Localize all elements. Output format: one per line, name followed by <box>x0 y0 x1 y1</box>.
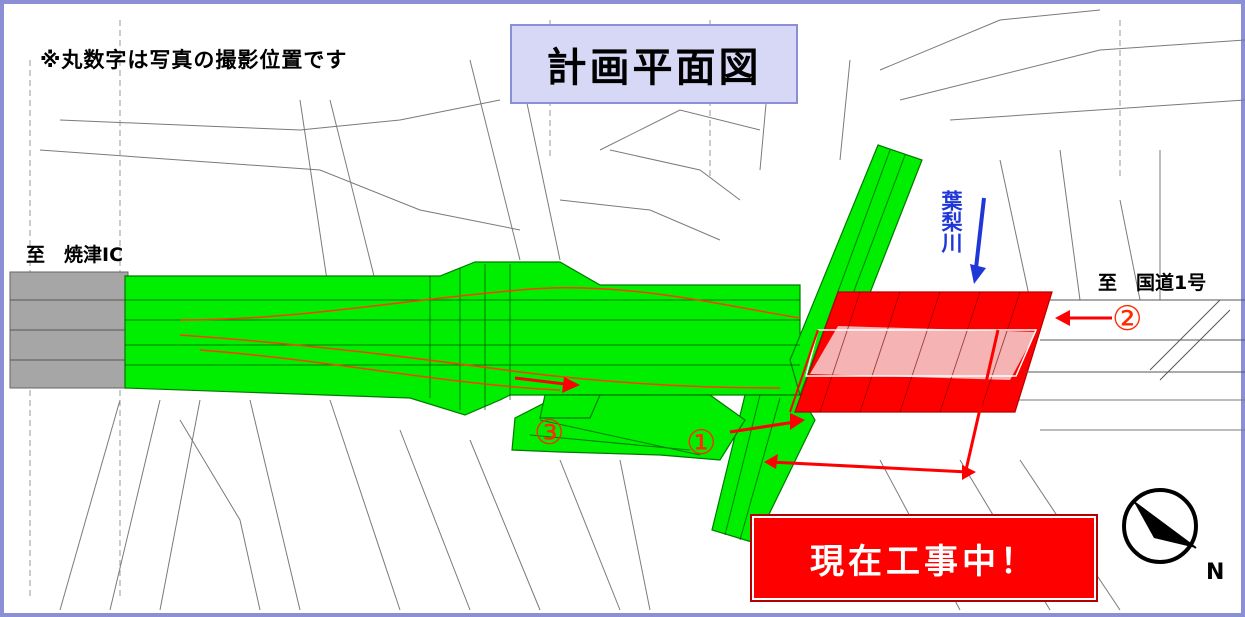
photo-point-3: ③ <box>534 413 565 453</box>
status-text: 現在工事中！ <box>810 541 1038 582</box>
destination-right-label: 至 国道1号 <box>1098 272 1207 294</box>
north-label: N <box>1206 560 1225 585</box>
status-badge: 現在工事中！ <box>752 516 1096 600</box>
photo-arrows <box>514 316 1112 434</box>
photo-point-1: ① <box>686 423 717 463</box>
photo-position-note: ※丸数字は写真の撮影位置です <box>40 48 348 72</box>
centerlines <box>179 286 801 391</box>
construction-inner <box>810 326 1036 380</box>
map-title: 計画平面図 <box>546 45 762 91</box>
dimension-arrows <box>769 329 1000 474</box>
river-label: 葉梨川 <box>939 190 963 253</box>
background-linework <box>39 9 1245 611</box>
title-box: 計画平面図 <box>510 24 798 104</box>
road-hatching <box>125 149 906 541</box>
destination-left-label: 至 焼津IC <box>26 244 124 266</box>
north-compass-icon <box>1122 488 1198 564</box>
photo-point-2: ② <box>1112 299 1143 339</box>
river-flow-arrow-icon <box>970 197 986 284</box>
